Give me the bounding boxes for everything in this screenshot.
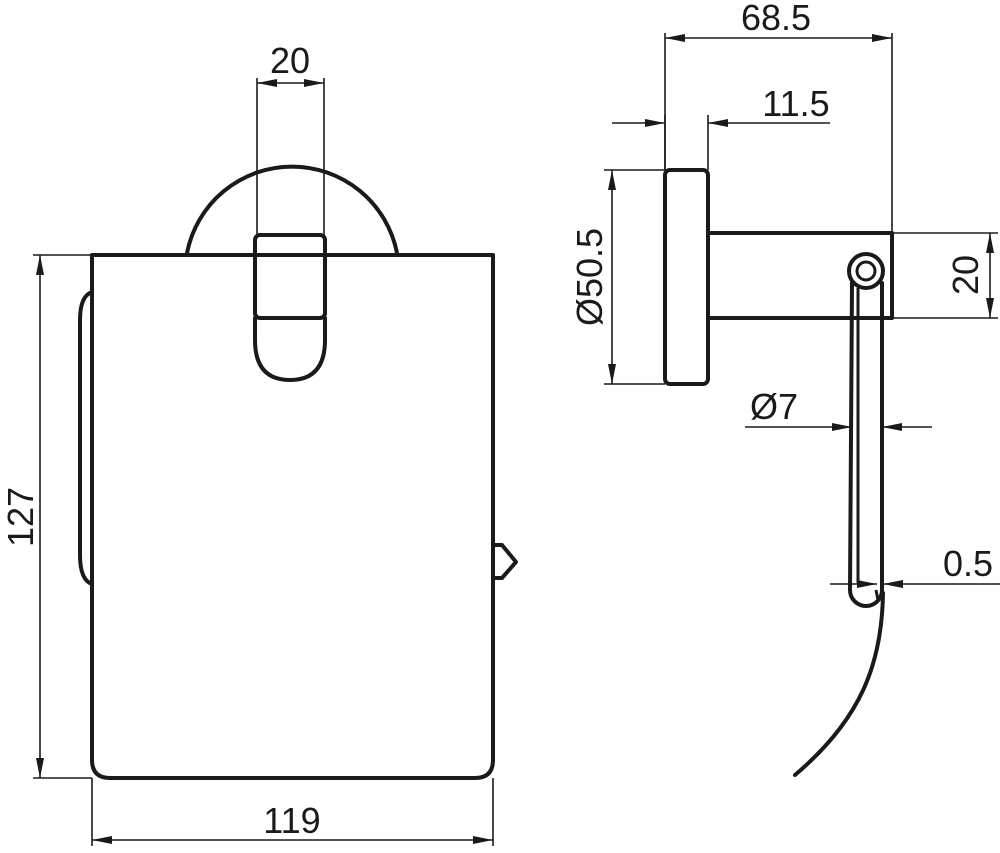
dim-plate-diameter-label: Ø50.5 bbox=[569, 228, 610, 326]
paper-roll-edge bbox=[78, 290, 94, 586]
dim-rod-diameter: Ø7 bbox=[745, 386, 932, 431]
release-tab bbox=[491, 543, 518, 580]
dim-depth-label: 68.5 bbox=[741, 0, 811, 38]
dim-lid-thickness-label: 0.5 bbox=[943, 543, 993, 584]
front-view: 20 127 119 bbox=[0, 40, 518, 846]
pivot-inner bbox=[855, 260, 877, 282]
dim-plate-thickness-label: 11.5 bbox=[762, 83, 829, 124]
arm bbox=[706, 231, 894, 320]
dim-lid-thickness: 0.5 bbox=[830, 543, 1000, 588]
dim-width: 119 bbox=[91, 778, 494, 846]
cover-plate bbox=[90, 253, 495, 780]
dim-mount-width: 20 bbox=[256, 40, 325, 235]
hinge-tongue bbox=[253, 316, 327, 382]
lid-thickness-line bbox=[874, 589, 880, 601]
wall-plate bbox=[663, 168, 710, 386]
wall-mount-rosette bbox=[185, 164, 399, 255]
dim-mount-width-label: 20 bbox=[270, 40, 310, 81]
rod bbox=[848, 281, 884, 608]
pivot-outer bbox=[847, 252, 885, 290]
hinge-block bbox=[253, 233, 327, 320]
dim-plate-thickness: 11.5 bbox=[612, 83, 830, 170]
dim-width-label: 119 bbox=[263, 800, 320, 841]
dim-rod-diameter-label: Ø7 bbox=[750, 386, 798, 427]
dim-height: 127 bbox=[0, 254, 92, 779]
dim-height-label: 127 bbox=[0, 487, 41, 547]
dim-plate-diameter: Ø50.5 bbox=[569, 169, 665, 385]
dim-arm-height: 20 bbox=[892, 232, 998, 319]
dim-depth: 68.5 bbox=[664, 0, 893, 233]
dim-arm-height-label: 20 bbox=[945, 255, 986, 295]
curved-lid bbox=[793, 591, 885, 777]
side-view: 68.5 11.5 Ø50.5 20 bbox=[569, 0, 1000, 777]
